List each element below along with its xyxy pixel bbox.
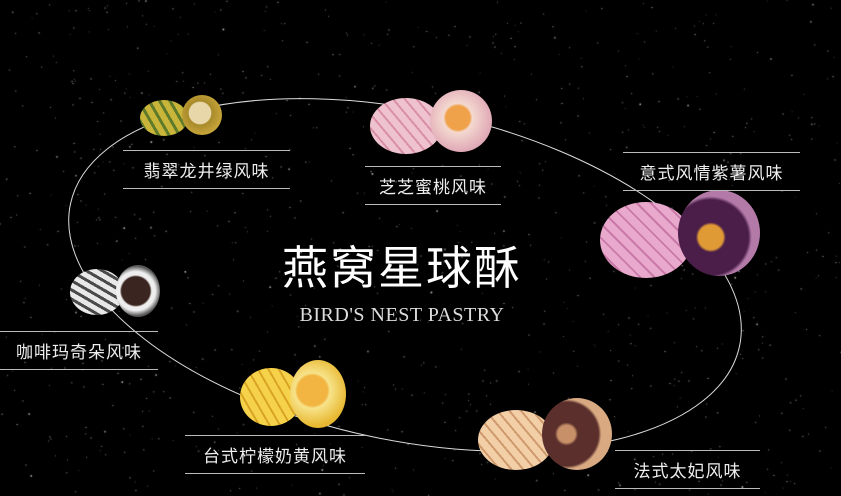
flavor-label-lemon-custard: 台式柠檬奶黄风味 <box>185 435 365 474</box>
flavor-label-purple-yam: 意式风情紫薯风味 <box>623 152 800 191</box>
flavor-label-green-tea: 翡翠龙井绿风味 <box>123 150 290 189</box>
flavor-label-coffee: 咖啡玛奇朵风味 <box>0 331 158 370</box>
flavor-label-toffee: 法式太妃风味 <box>615 450 760 489</box>
flavor-label-peach: 芝芝蜜桃风味 <box>365 166 501 205</box>
product-title: 燕窝星球酥 <box>282 241 522 295</box>
product-subtitle: BIRD'S NEST PASTRY <box>299 304 505 326</box>
